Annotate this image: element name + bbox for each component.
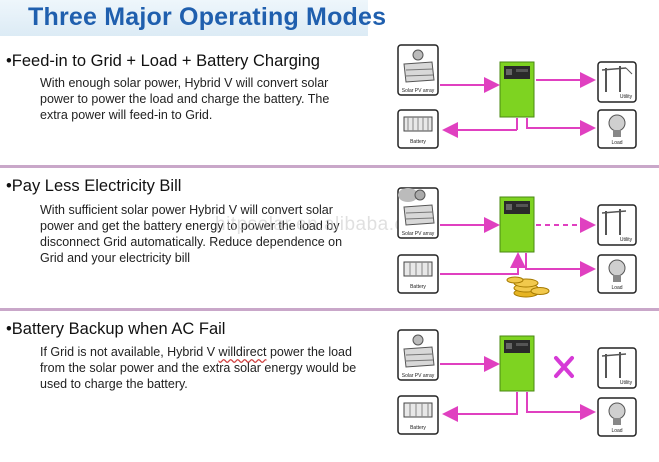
load-label: Load (611, 428, 622, 434)
title-banner: Three Major Operating Modes (0, 0, 386, 36)
divider-1 (0, 165, 659, 168)
section-2-heading: •Pay Less Electricity Bill (6, 177, 182, 195)
section-1-text: With enough solar power, Hybrid V will c… (40, 76, 330, 122)
utility-label: Utility (620, 380, 633, 386)
battery-icon: Battery (397, 395, 439, 435)
section-3-text-end: power the load from the solar power and … (40, 345, 357, 391)
power-flow-arrows (440, 72, 596, 138)
section-3-text-start: If Grid is not available, Hybrid V (40, 345, 219, 359)
light-bulb-icon: Load (597, 109, 637, 149)
battery-icon: Battery (397, 254, 439, 294)
utility-pole-icon: Utility (597, 204, 637, 246)
light-bulb-icon: Load (597, 254, 637, 294)
power-flow-arrows (440, 356, 596, 422)
pv-label: Solar PV array (402, 88, 435, 94)
watermark: hitpsolar.en.alibaba.com (215, 214, 432, 235)
solar-panel-icon: Solar PV array (397, 329, 439, 381)
solar-panel-icon: Solar PV array (397, 44, 439, 96)
divider-2 (0, 308, 659, 311)
section-2-text: With sufficient solar power Hybrid V wil… (40, 203, 343, 265)
diagram-battery-backup: Solar PV array Battery Utility Load (380, 322, 659, 462)
battery-label: Battery (410, 139, 426, 145)
power-flow-arrows (440, 217, 596, 277)
section-3-text-squiggle: willdirect (218, 345, 267, 359)
diagram-pay-less: Solar PV array Battery Utility Load (380, 183, 659, 323)
battery-label: Battery (410, 425, 426, 431)
light-bulb-icon: Load (597, 397, 637, 437)
utility-label: Utility (620, 94, 633, 100)
utility-pole-icon: Utility (597, 347, 637, 389)
section-3-text: If Grid is not available, Hybrid V willd… (40, 344, 358, 392)
cross-icon (554, 356, 574, 378)
utility-label: Utility (620, 237, 633, 243)
solar-panel-icon: Solar PV array (397, 187, 439, 239)
inverter-icon (499, 61, 535, 118)
pv-label: Solar PV array (402, 373, 435, 379)
coins-icon (506, 276, 550, 298)
battery-label: Battery (410, 284, 426, 290)
utility-pole-icon: Utility (597, 61, 637, 103)
diagram-feed-in: Solar PV array Battery Utility Load (380, 40, 659, 180)
inverter-icon (499, 335, 535, 392)
section-3-heading: •Battery Backup when AC Fail (6, 320, 226, 338)
battery-icon: Battery (397, 109, 439, 149)
pv-label: Solar PV array (402, 231, 435, 237)
inverter-icon (499, 196, 535, 253)
section-1-heading: •Feed-in to Grid + Load + Battery Chargi… (6, 52, 320, 70)
page-title: Three Major Operating Modes (28, 3, 387, 31)
load-label: Load (611, 285, 622, 291)
load-label: Load (611, 140, 622, 146)
